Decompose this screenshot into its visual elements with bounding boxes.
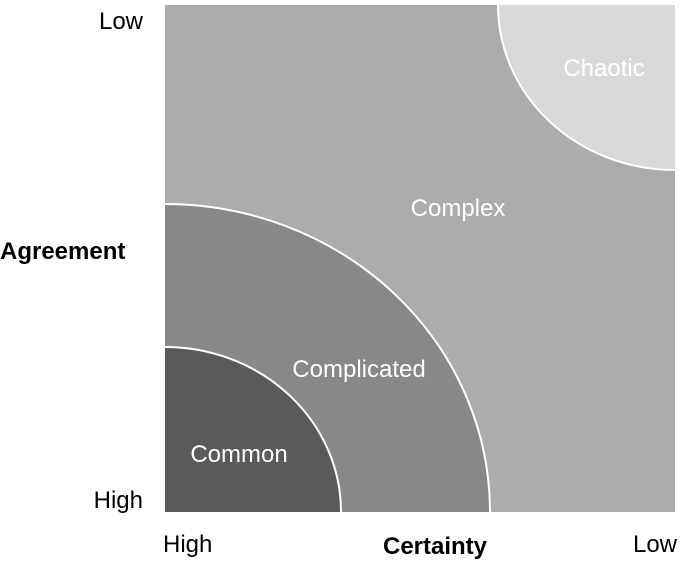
chaotic-boundary — [497, 4, 676, 171]
common-boundary — [164, 346, 342, 513]
complicated-boundary — [164, 203, 491, 513]
complicated-label: Complicated — [292, 356, 425, 383]
y-axis-title: Agreement — [0, 238, 125, 265]
common-region — [165, 347, 341, 512]
complex-label: Complex — [411, 195, 506, 222]
y-axis-top-label: Low — [99, 8, 144, 35]
chaotic-region — [498, 5, 675, 170]
y-axis-bottom-label: High — [94, 487, 143, 514]
x-axis-title: Certainty — [383, 533, 488, 560]
x-axis-right-label: Low — [633, 531, 678, 558]
chaotic-label: Chaotic — [563, 55, 644, 82]
x-axis-left-label: High — [163, 531, 212, 558]
common-label: Common — [190, 441, 287, 468]
